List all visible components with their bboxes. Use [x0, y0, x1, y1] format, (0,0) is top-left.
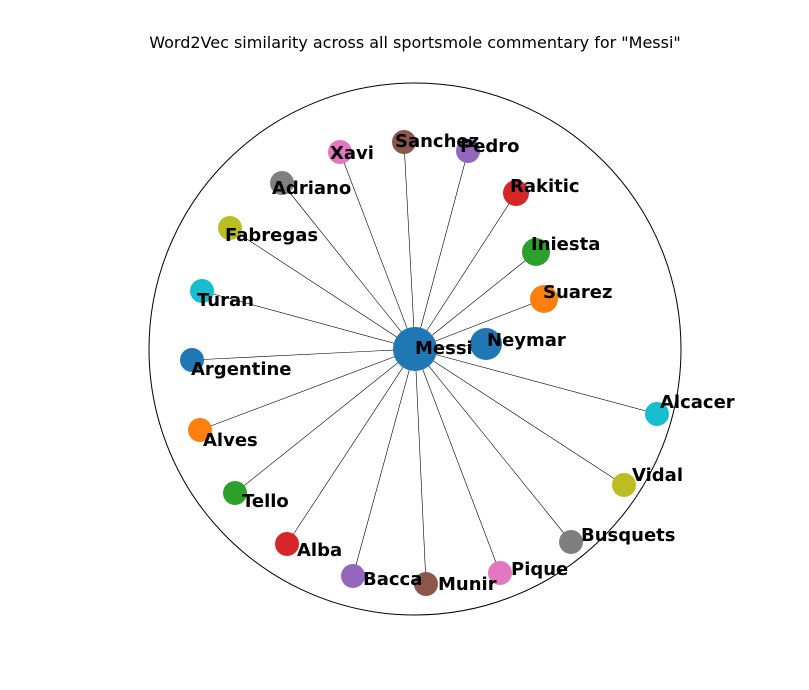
edge-iniesta	[414, 251, 537, 350]
label-xavi: Xavi	[330, 143, 374, 164]
edge-tello	[234, 348, 416, 494]
node-bacca	[341, 564, 365, 588]
node-neymar	[470, 328, 502, 360]
edge-sanchez	[403, 141, 416, 350]
node-suarez	[530, 285, 558, 313]
edge-adriano	[281, 182, 416, 350]
label-tello: Tello	[242, 491, 289, 512]
node-tello	[223, 481, 247, 505]
nodes-group	[180, 130, 669, 596]
node-adriano	[270, 171, 294, 195]
edges-group	[191, 141, 658, 585]
label-messi: Messi	[415, 338, 473, 359]
label-fabregas: Fabregas	[225, 225, 318, 246]
label-neymar: Neymar	[487, 330, 566, 351]
edge-alcacer	[414, 348, 658, 415]
label-sanchez: Sanchez	[395, 131, 479, 152]
edge-turan	[201, 290, 416, 350]
label-iniesta: Iniesta	[531, 234, 600, 255]
node-vidal	[612, 473, 636, 497]
edge-alves	[199, 348, 416, 431]
edge-pique	[414, 348, 501, 574]
label-bacca: Bacca	[363, 569, 422, 590]
boundary-circle	[148, 82, 682, 616]
label-alba: Alba	[297, 540, 342, 561]
node-sanchez	[392, 130, 416, 154]
label-suarez: Suarez	[543, 282, 613, 303]
edge-alba	[286, 348, 416, 545]
node-argentine	[180, 348, 204, 372]
node-xavi	[328, 140, 352, 164]
edge-rakitic	[414, 192, 517, 350]
node-messi	[393, 327, 437, 371]
node-busquets	[559, 530, 583, 554]
label-argentine: Argentine	[191, 359, 292, 380]
edge-suarez	[414, 298, 545, 350]
node-alcacer	[645, 402, 669, 426]
edge-fabregas	[229, 227, 416, 350]
node-rakitic	[503, 180, 529, 206]
label-pedro: Pedro	[460, 136, 520, 157]
node-alba	[275, 532, 299, 556]
label-pique: Pique	[511, 559, 568, 580]
label-turan: Turan	[197, 290, 254, 311]
edge-munir	[414, 348, 427, 585]
label-vidal: Vidal	[632, 465, 683, 486]
edge-xavi	[339, 151, 416, 350]
node-turan	[190, 279, 214, 303]
chart-title: Word2Vec similarity across all sportsmol…	[149, 33, 681, 52]
edge-busquets	[414, 348, 572, 543]
label-alcacer: Alcacer	[660, 392, 735, 413]
edge-pedro	[414, 150, 469, 350]
label-busquets: Busquets	[581, 525, 675, 546]
labels-group: Neymar Suarez Iniesta Rakitic PedroSanchezXa…	[191, 131, 735, 595]
edge-vidal	[414, 348, 625, 486]
node-fabregas	[218, 216, 242, 240]
label-munir: Munir	[438, 574, 497, 595]
label-adriano: Adriano	[272, 178, 351, 199]
node-iniesta	[522, 238, 550, 266]
label-alves: Alves	[203, 430, 258, 451]
node-munir	[414, 572, 438, 596]
edge-argentine	[191, 348, 416, 361]
node-pedro	[456, 139, 480, 163]
edge-bacca	[352, 348, 416, 577]
node-alves	[188, 418, 212, 442]
label-rakitic: Rakitic	[510, 176, 580, 197]
node-pique	[488, 561, 512, 585]
